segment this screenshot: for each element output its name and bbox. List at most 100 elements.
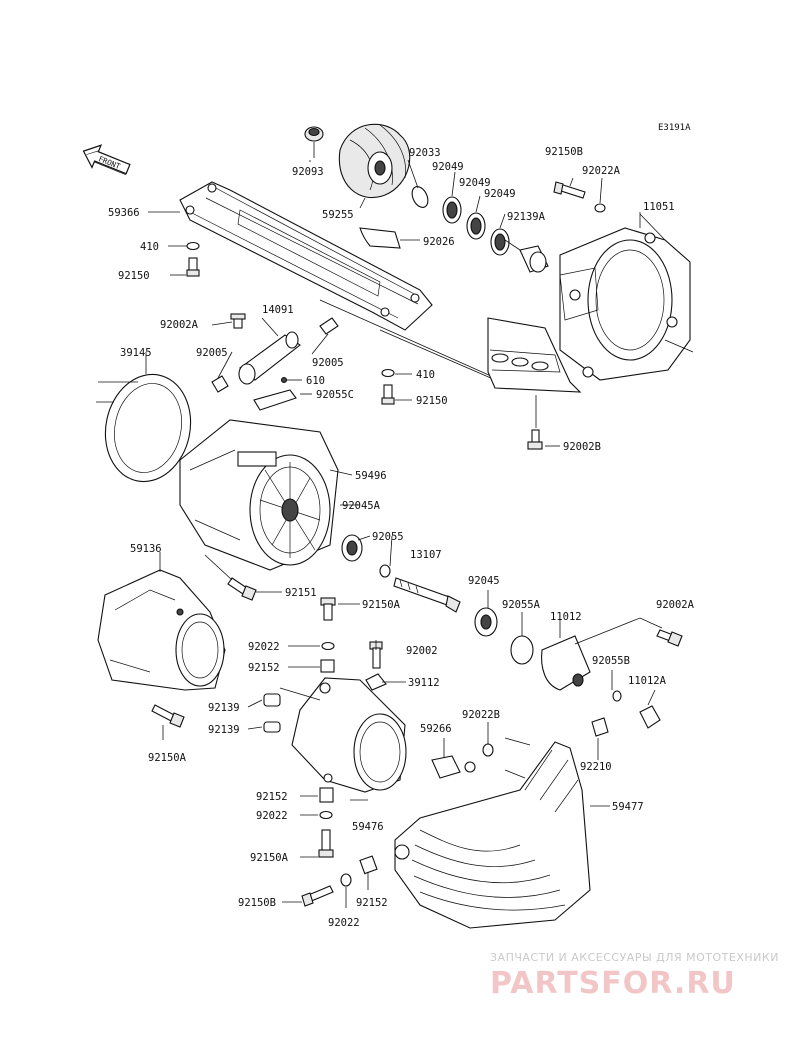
label-92151: 92151	[285, 587, 317, 599]
label-92139-b: 92139	[208, 724, 240, 736]
label-92005-a: 92005	[196, 347, 228, 359]
bearing-92045A-part	[341, 534, 363, 562]
cover-59477-part	[394, 737, 591, 929]
bolt-92002B-part	[527, 395, 543, 450]
label-410-a: 410	[140, 241, 159, 253]
clip-39112-part	[365, 673, 387, 691]
label-92033: 92033	[409, 147, 441, 159]
label-59266: 59266	[420, 723, 452, 735]
label-92049-b: 92049	[459, 177, 491, 189]
label-92022-b: 92022	[256, 810, 288, 822]
label-92150B-low: 92150B	[238, 897, 276, 909]
bolt-92150A-mid-part	[320, 597, 336, 621]
label-59366: 59366	[108, 207, 140, 219]
impeller-part	[338, 123, 411, 199]
bolt-92151-part	[227, 577, 257, 601]
cap-11012-part	[541, 635, 591, 691]
watermark-tagline: ЗАПЧАСТИ И АКСЕССУАРЫ ДЛЯ МОТОТЕХНИКИ	[490, 951, 779, 964]
bolt-92150A-left-part	[151, 704, 185, 728]
label-11051: 11051	[643, 201, 675, 213]
washer-92022B-part	[482, 743, 494, 757]
label-92026: 92026	[423, 236, 455, 248]
ring-39145-part	[96, 373, 192, 483]
label-59476: 59476	[352, 821, 384, 833]
label-13107: 13107	[410, 549, 442, 561]
oring-92055A-part	[510, 635, 534, 665]
bearing-92045-part	[474, 607, 498, 637]
label-92139A: 92139A	[507, 211, 546, 223]
ride-plate-part	[179, 181, 582, 393]
label-92022A: 92022A	[582, 165, 621, 177]
clamp-92026-part	[359, 227, 401, 249]
label-39112: 39112	[408, 677, 440, 689]
label-14091: 14091	[262, 304, 294, 316]
label-92022-a: 92022	[248, 641, 280, 653]
part-labels: 92093 59255 92033 92049 92049 92049 9213…	[108, 146, 695, 929]
bolt-92150B-low-part	[301, 885, 334, 907]
label-92055B: 92055B	[592, 655, 630, 667]
cap-11012A-part	[639, 705, 661, 729]
label-92152-c: 92152	[356, 897, 388, 909]
oring-92055-part	[379, 564, 391, 578]
plug-92210-part	[591, 717, 609, 737]
label-92002A-left: 92002A	[160, 319, 199, 331]
watermark: ЗАПЧАСТИ И АКСЕССУАРЫ ДЛЯ МОТОТЕХНИКИ PA…	[490, 951, 779, 1001]
label-92055A: 92055A	[502, 599, 541, 611]
bolt-92002A-right-part	[574, 617, 683, 647]
washer-92022-bottom-part	[340, 873, 352, 887]
label-59255: 59255	[322, 209, 354, 221]
diagram-code: E3191A	[658, 123, 691, 133]
collar-92152-low-part	[319, 787, 334, 803]
stator-59496-part	[179, 419, 339, 571]
label-92049-a: 92049	[432, 161, 464, 173]
oring-92055B-part	[612, 690, 622, 702]
label-610: 610	[306, 375, 325, 387]
watermark-brand: PARTSFOR.RU	[490, 966, 736, 1001]
label-92210: 92210	[580, 761, 612, 773]
fitting-59266-part	[431, 755, 476, 779]
cover-14091-part	[211, 313, 339, 411]
label-92045A: 92045A	[342, 500, 381, 512]
washer-92022-low-part	[319, 810, 333, 820]
collar-92152-mid-part	[320, 659, 335, 673]
housing-59136-part	[97, 569, 226, 691]
label-92093: 92093	[292, 166, 324, 178]
bolt-92150B-top-part	[553, 181, 606, 213]
label-59496: 59496	[355, 470, 387, 482]
bolt-92150-left-part	[186, 241, 200, 277]
label-92022-c: 92022	[328, 917, 360, 929]
nozzle-59476-part	[279, 677, 407, 793]
shaft-13107-part	[393, 577, 461, 613]
front-arrow-icon: FRONT	[82, 144, 131, 175]
label-92002B: 92002B	[563, 441, 601, 453]
collar-92139a-part	[263, 693, 281, 707]
label-11012A: 11012A	[628, 675, 667, 687]
label-59136: 59136	[130, 543, 162, 555]
label-92152-a: 92152	[248, 662, 280, 674]
label-39145: 39145	[120, 347, 152, 359]
seal-stack-part	[411, 186, 549, 273]
label-92005-b: 92005	[312, 357, 344, 369]
leader-lines	[145, 159, 656, 908]
bolt-92150-center-part	[381, 368, 395, 405]
label-11012: 11012	[550, 611, 582, 623]
label-92055: 92055	[372, 531, 404, 543]
label-92045: 92045	[468, 575, 500, 587]
bolt-92150A-low-part	[318, 829, 334, 858]
label-92150A-left: 92150A	[148, 752, 187, 764]
label-92022B: 92022B	[462, 709, 500, 721]
label-92055C: 92055C	[316, 389, 354, 401]
label-92150B-top: 92150B	[545, 146, 583, 158]
label-92002: 92002	[406, 645, 438, 657]
label-92049-c: 92049	[484, 188, 516, 200]
label-92002A-right: 92002A	[656, 599, 695, 611]
pump-case-part	[559, 213, 694, 381]
cap-92093-part	[304, 126, 324, 158]
collar-92139b-part	[263, 721, 281, 733]
label-92152-b: 92152	[256, 791, 288, 803]
label-59477: 59477	[612, 801, 644, 813]
label-92150-b: 92150	[416, 395, 448, 407]
label-92139-a: 92139	[208, 702, 240, 714]
label-92150A-mid: 92150A	[362, 599, 401, 611]
